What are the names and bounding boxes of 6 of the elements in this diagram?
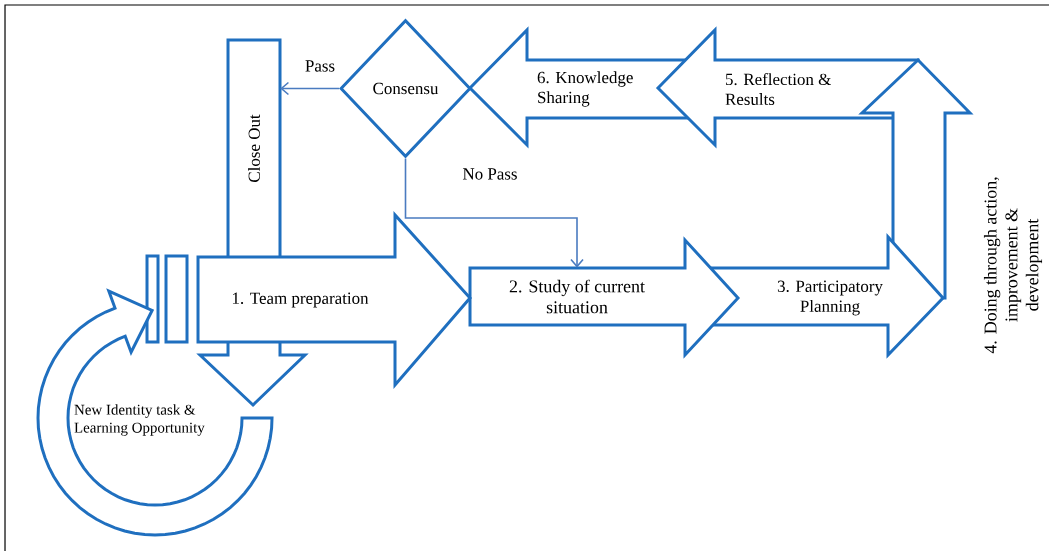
arrow (404, 157, 584, 268)
process-step: 2. Study of current situation (468, 236, 741, 359)
node-label: 4. Doing through action, improvement & development (983, 177, 1043, 354)
process-step: 1. Team preparation (196, 211, 472, 390)
edge-label: No Pass (462, 168, 517, 180)
arrow (280, 81, 340, 96)
